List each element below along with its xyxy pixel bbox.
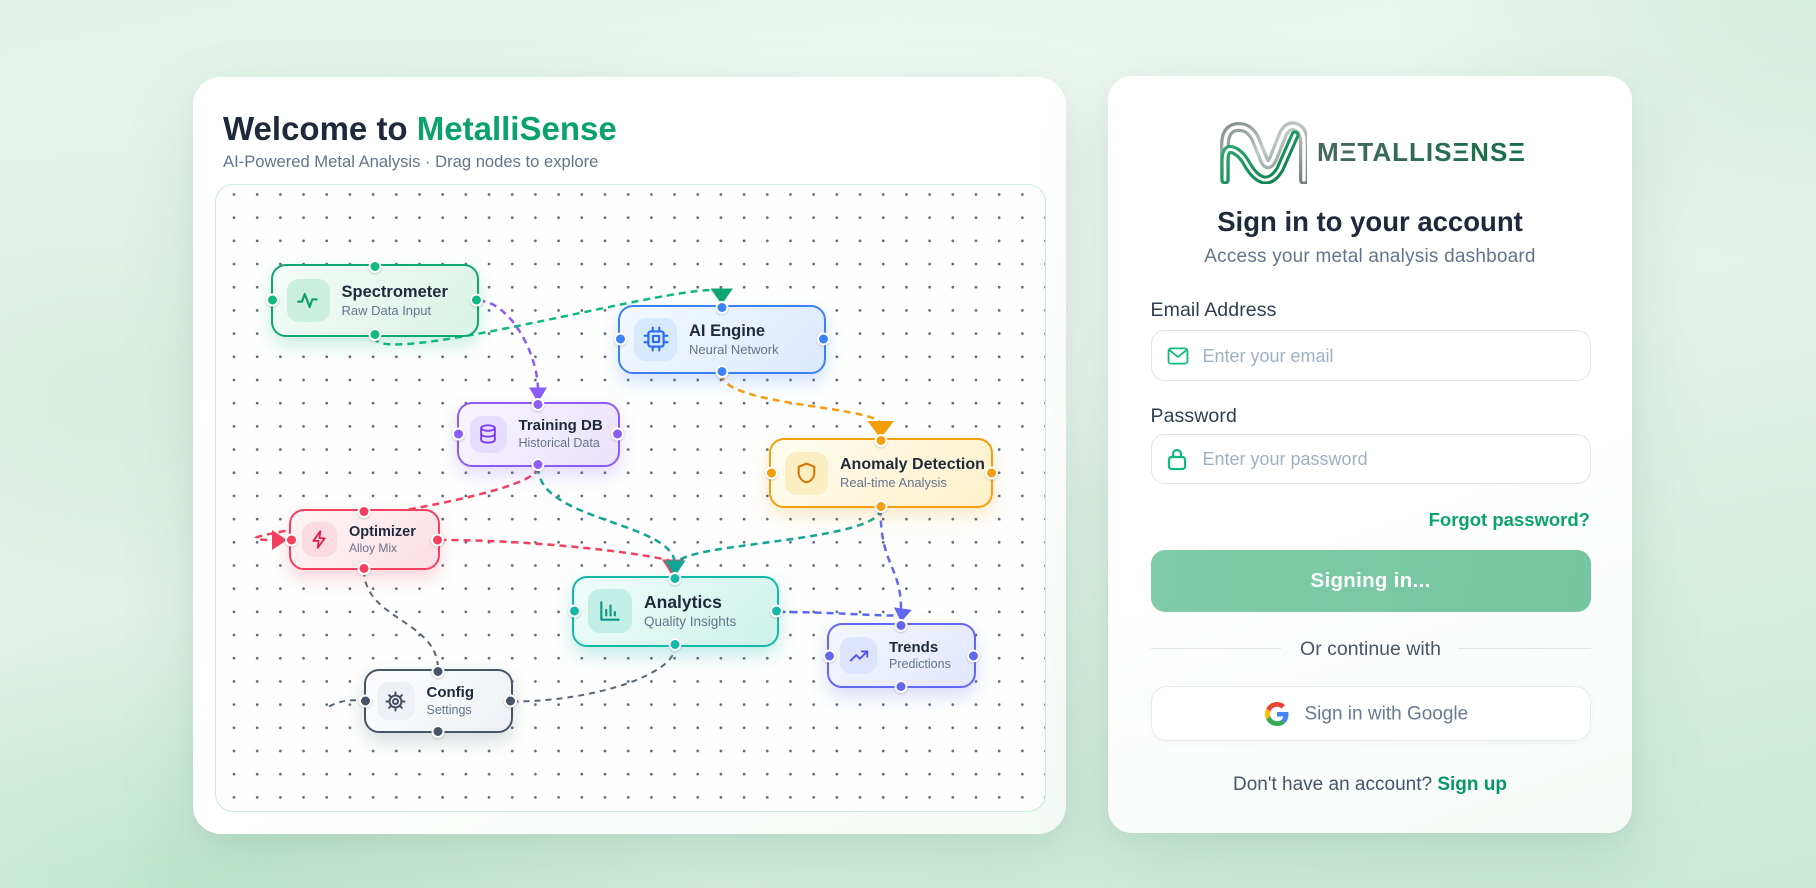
svg-text:MΞTALLISΞNSΞ: MΞTALLISΞNSΞ xyxy=(1317,137,1526,167)
